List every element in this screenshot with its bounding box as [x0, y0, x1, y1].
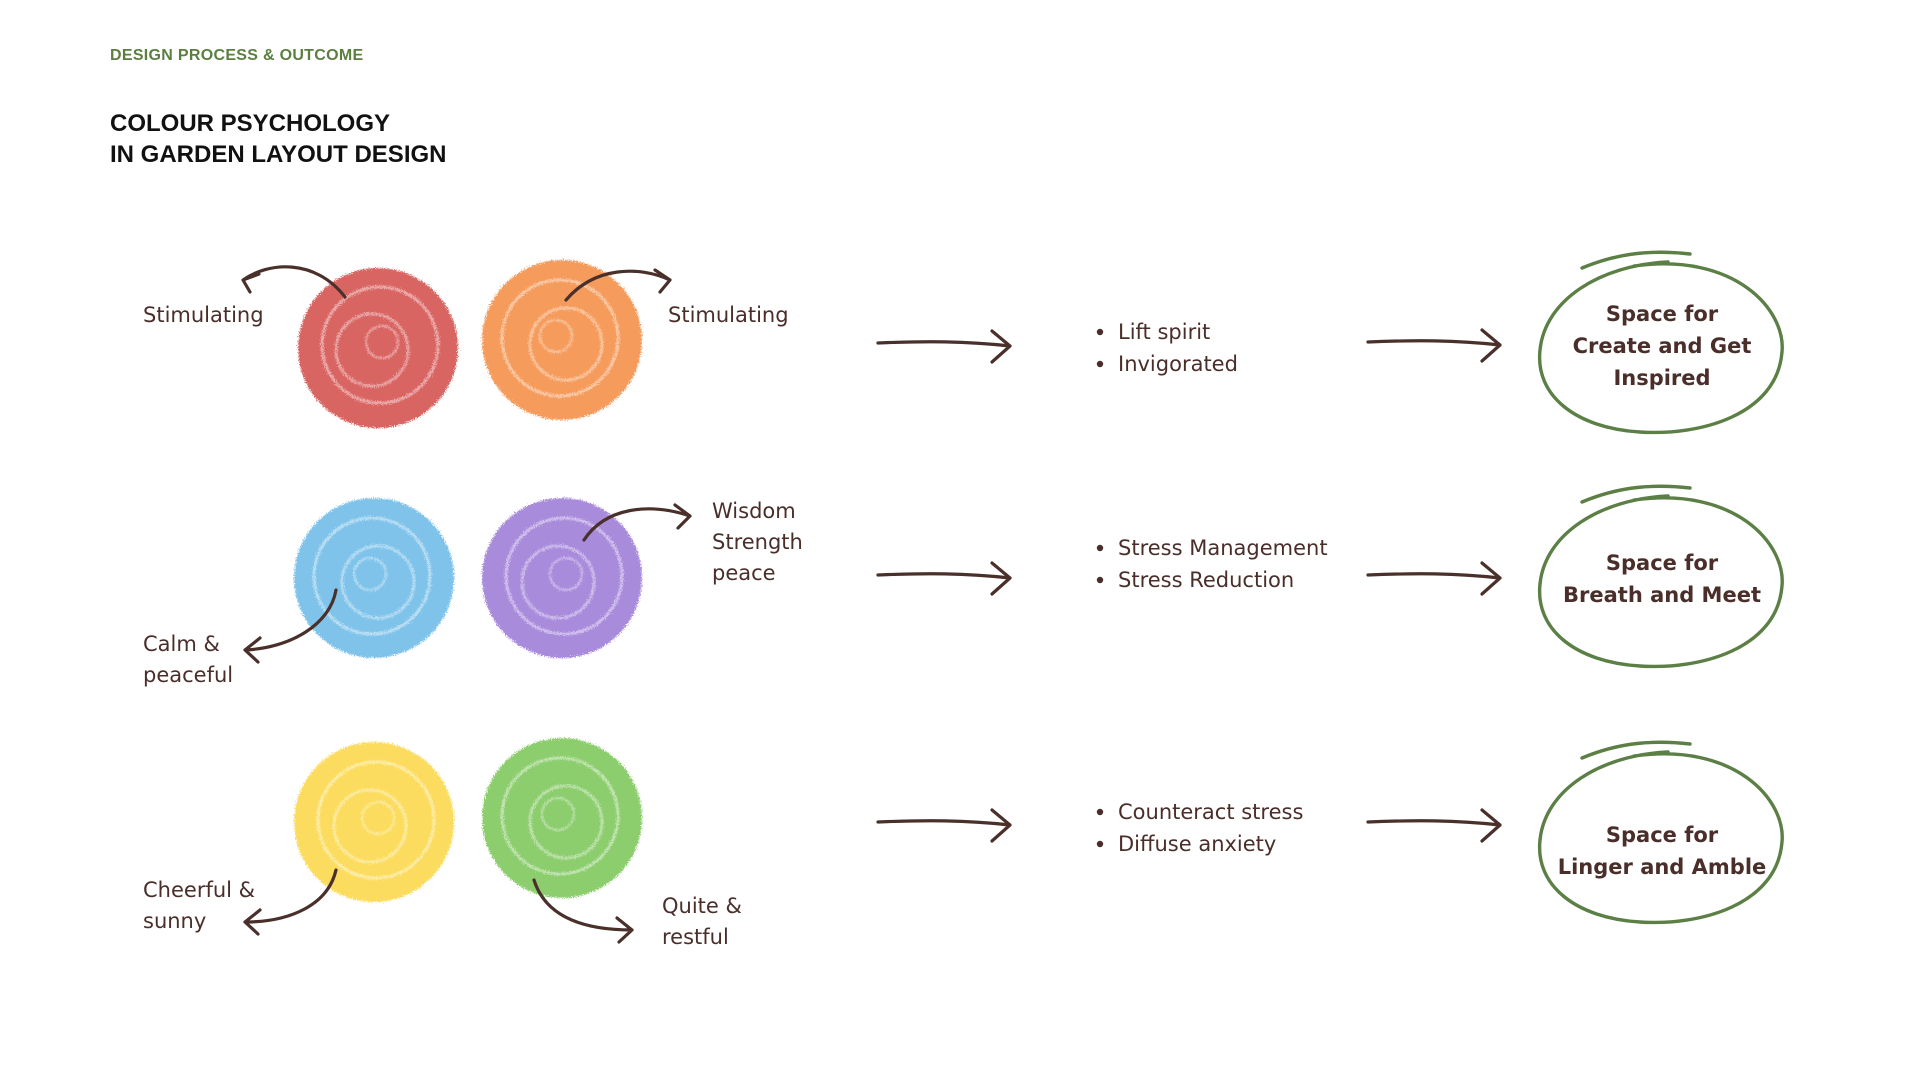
effect-item: Lift spirit — [1118, 320, 1210, 344]
blue-swatch-swirl-2 — [340, 544, 416, 620]
page-title: COLOUR PSYCHOLOGY IN GARDEN LAYOUT DESIG… — [110, 108, 446, 170]
green-swatch — [482, 738, 642, 898]
outcome-ring-3-stroke — [1537, 750, 1784, 925]
bullet-dot — [1096, 328, 1104, 336]
page-title-line-2: IN GARDEN LAYOUT DESIGN — [110, 141, 447, 168]
orange-swatch-swirl-2 — [528, 306, 604, 382]
red-swatch-swirl-3 — [364, 324, 400, 360]
page-title-line-1: COLOUR PSYCHOLOGY — [110, 110, 391, 137]
orange-label-arrow — [564, 268, 672, 302]
purple-colour-label: Wisdom — [712, 499, 796, 523]
bullet-dot — [1096, 360, 1104, 368]
purple-colour-label: Strength — [712, 530, 803, 554]
row-1-flow-arrow-1 — [876, 329, 1012, 364]
outcome-text: Linger and Amble — [1558, 855, 1767, 879]
outcome-ring-2-tail — [1580, 484, 1692, 504]
bullet-dot — [1096, 808, 1104, 816]
yellow-colour-label: sunny — [143, 909, 206, 933]
row-1-flow-arrow-2 — [1366, 328, 1502, 363]
red-swatch-swirl-1 — [320, 285, 440, 405]
red-colour-label: Stimulating — [143, 303, 264, 327]
bullet-dot — [1096, 576, 1104, 584]
effect-item: Invigorated — [1118, 352, 1238, 376]
green-label-arrow — [532, 878, 634, 944]
row-2-flow-arrow-2 — [1366, 561, 1502, 596]
yellow-colour-label: Cheerful & — [143, 878, 255, 902]
purple-colour-label: peace — [712, 561, 776, 585]
green-swatch-swirl-2 — [528, 784, 604, 860]
yellow-swatch-swirl-2 — [332, 788, 408, 864]
red-swatch — [298, 268, 458, 428]
yellow-label-arrow — [243, 868, 338, 936]
purple-label-arrow — [582, 503, 692, 542]
row-1: Stimulating Stimulating Lift spirit Invi… — [143, 250, 1784, 435]
green-colour-label: restful — [662, 925, 729, 949]
eyebrow-label: DESIGN PROCESS & OUTCOME — [110, 47, 364, 64]
outcome-text: Space for — [1606, 302, 1719, 326]
blue-swatch-swirl-3 — [352, 556, 388, 592]
purple-swatch-swirl-3 — [548, 556, 584, 592]
yellow-swatch-swirl-1 — [316, 760, 436, 880]
purple-swatch-swirl-1 — [504, 516, 624, 636]
orange-swatch-swirl-1 — [500, 278, 620, 398]
green-swatch-swirl-3 — [540, 796, 576, 832]
row-3-flow-arrow-1 — [876, 808, 1012, 843]
outcome-text: Inspired — [1613, 366, 1710, 390]
blue-swatch-swirl-1 — [312, 516, 432, 636]
outcome-ring-3: Space for Linger and Amble — [1537, 740, 1784, 925]
blue-label-arrow — [243, 588, 338, 664]
outcome-ring-2: Space for Breath and Meet — [1537, 484, 1784, 669]
outcome-text: Space for — [1606, 823, 1719, 847]
effect-item: Stress Reduction — [1118, 568, 1294, 592]
outcome-text: Create and Get — [1573, 334, 1752, 358]
outcome-ring-1-stroke — [1537, 260, 1784, 435]
green-swatch-swirl-1 — [500, 756, 620, 876]
blue-swatch — [294, 498, 454, 658]
outcome-text: Breath and Meet — [1563, 583, 1761, 607]
row-2-flow-arrow-1 — [876, 561, 1012, 596]
outcome-ring-2-stroke — [1537, 494, 1784, 669]
effect-item: Stress Management — [1118, 536, 1328, 560]
yellow-swatch-swirl-3 — [360, 800, 396, 836]
effect-item: Counteract stress — [1118, 800, 1303, 824]
purple-swatch-swirl-2 — [520, 544, 596, 620]
orange-swatch — [482, 260, 642, 420]
outcome-ring-3-tail — [1580, 740, 1692, 760]
purple-swatch — [482, 498, 642, 658]
yellow-swatch — [294, 742, 454, 902]
bullet-dot — [1096, 840, 1104, 848]
red-label-arrow — [241, 265, 347, 299]
effect-item: Diffuse anxiety — [1118, 832, 1276, 856]
outcome-ring-1: Space for Create and Get Inspired — [1537, 250, 1784, 435]
row-3-flow-arrow-2 — [1366, 808, 1502, 843]
outcome-ring-1-tail — [1580, 250, 1692, 270]
row-3: Cheerful & sunny Quite & restful Counter… — [143, 738, 1784, 949]
green-colour-label: Quite & — [662, 894, 742, 918]
row-2: Wisdom Strength peace Calm & peaceful St… — [143, 484, 1784, 687]
red-swatch-swirl-2 — [334, 312, 410, 388]
orange-colour-label: Stimulating — [668, 303, 789, 327]
bullet-dot — [1096, 544, 1104, 552]
orange-swatch-swirl-3 — [538, 318, 574, 354]
blue-colour-label: Calm & — [143, 632, 220, 656]
blue-colour-label: peaceful — [143, 663, 233, 687]
outcome-text: Space for — [1606, 551, 1719, 575]
